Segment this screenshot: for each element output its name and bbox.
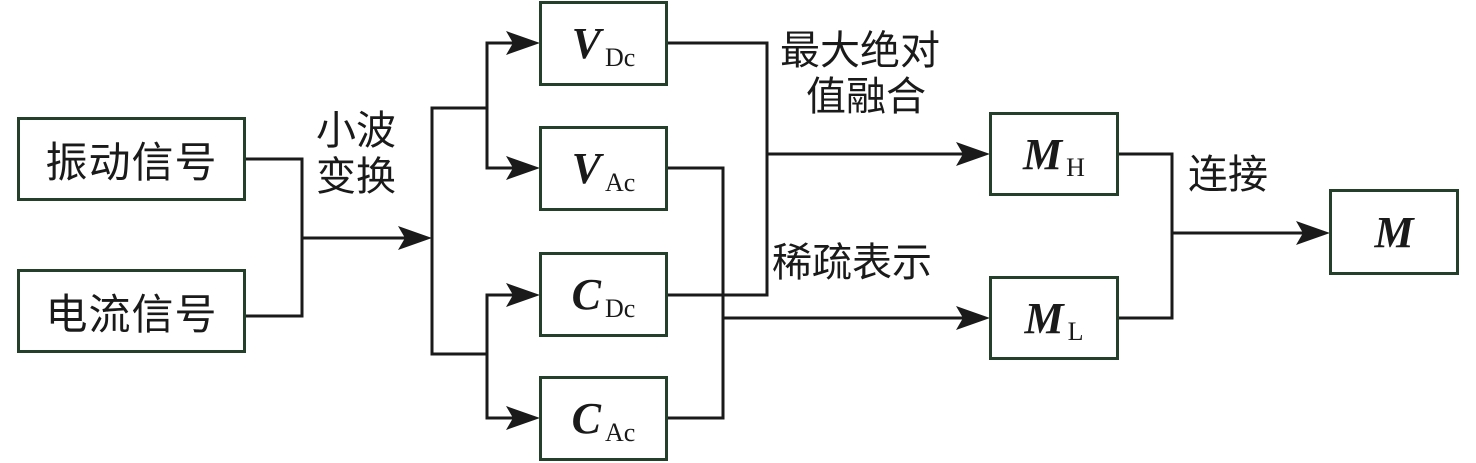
- input-current-label: 电流信号: [45, 289, 218, 339]
- input-vibration-signal: 振动信号: [17, 117, 246, 201]
- arrowhead-ml: [956, 306, 990, 330]
- wire-vibration-out: [243, 157, 304, 318]
- coef-v-ac-subscript: Ac: [605, 167, 636, 197]
- coef-c-ac-subscript: Ac: [605, 417, 636, 447]
- max-abs-fusion-line2: 值融合: [806, 74, 926, 120]
- coef-c-dc-subscript: Dc: [605, 293, 636, 323]
- arrowhead-vdc: [506, 31, 540, 55]
- arrowhead-cdc: [506, 283, 540, 307]
- arrowhead-m: [1296, 221, 1330, 245]
- fused-m-h-symbol: M: [1023, 129, 1063, 179]
- concat-text: 连接: [1188, 152, 1268, 198]
- wire-fused-out: [1116, 152, 1174, 320]
- arrowhead-mh: [956, 142, 990, 166]
- wire-vac-out: [665, 166, 725, 420]
- sparse-representation-text: 稀疏表示: [772, 240, 932, 286]
- coef-v-dc-symbol: V: [571, 19, 602, 68]
- output-m-symbol: M: [1374, 207, 1414, 257]
- max-abs-fusion-line1: 最大绝对: [780, 28, 940, 74]
- arrowhead-vac: [506, 156, 540, 180]
- wavelet-transform-line1: 小波: [316, 108, 396, 154]
- fused-m-l-symbol: M: [1024, 293, 1064, 343]
- fused-m-l-subscript: L: [1067, 317, 1084, 346]
- max-abs-fusion-label: 最大绝对 值融合: [780, 28, 940, 120]
- output-m: M: [1329, 189, 1459, 275]
- input-vibration-label: 振动信号: [45, 137, 218, 187]
- arrowhead-transform: [398, 226, 432, 250]
- sparse-representation-label: 稀疏表示: [772, 240, 932, 286]
- coef-v-ac-symbol: V: [571, 144, 602, 193]
- input-current-signal: 电流信号: [17, 269, 246, 353]
- coef-c-ac-symbol: C: [571, 394, 602, 443]
- wavelet-transform-label: 小波 变换: [316, 108, 396, 200]
- wavelet-transform-line2: 变换: [316, 154, 396, 200]
- concat-label: 连接: [1188, 152, 1268, 198]
- coef-c-dc-symbol: C: [571, 270, 602, 319]
- wire-vdc-out: [665, 41, 769, 297]
- fused-m-h-subscript: H: [1066, 153, 1085, 182]
- coef-v-dc-subscript: Dc: [605, 42, 636, 72]
- arrowhead-cac: [506, 406, 540, 430]
